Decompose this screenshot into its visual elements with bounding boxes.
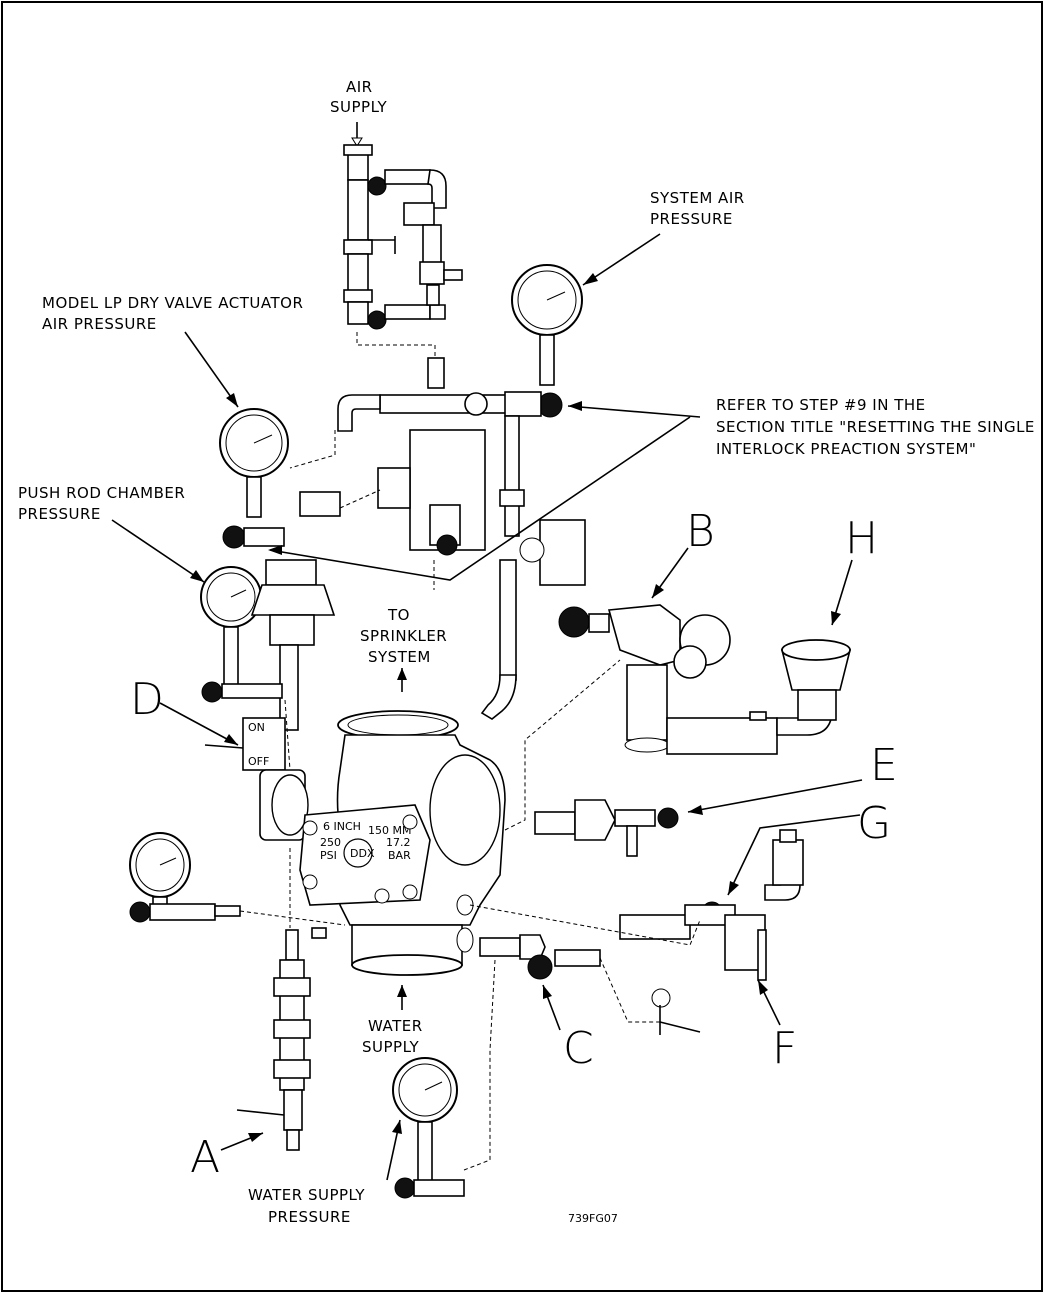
actuator-air-pressure-label-line2: AIR PRESSURE: [42, 315, 157, 333]
system-air-pressure-label-line2: PRESSURE: [650, 210, 733, 228]
alarm-switch-d: ON OFF: [204, 717, 286, 771]
valve-size-in: 6 INCH: [323, 820, 361, 833]
to-sprinkler-label-line3: SYSTEM: [368, 648, 431, 666]
callout-g: G: [857, 798, 891, 849]
callout-c: C: [563, 1023, 594, 1074]
switch-off-label: OFF: [248, 755, 269, 768]
air-supply-trim: [343, 122, 463, 358]
valve-size-mm: 150 MM: [368, 824, 411, 837]
dry-valve-body: DDX 6 INCH 150 MM 250 17.2 PSI BAR: [259, 710, 506, 976]
actuator-air-gauge: [219, 408, 289, 549]
figure-id: 739FG07: [568, 1212, 618, 1225]
refer-note-line3: INTERLOCK PREACTION SYSTEM": [716, 440, 976, 458]
valve-psi-value: 250: [320, 836, 341, 849]
refer-note-line2: SECTION TITLE "RESETTING THE SINGLE: [716, 418, 1035, 436]
left-lower-gauge: [129, 832, 346, 939]
air-supply-label-line1: AIR: [346, 78, 373, 96]
text-labels: AIR SUPPLY SYSTEM AIR PRESSURE MODEL LP …: [18, 78, 1035, 1226]
to-sprinkler-label-line1: TO: [387, 606, 410, 624]
callout-f: F: [772, 1023, 797, 1074]
callout-a: A: [190, 1132, 220, 1183]
leader-lines: [111, 233, 863, 1181]
refer-note-line1: REFER TO STEP #9 IN THE: [716, 396, 926, 414]
to-sprinkler-label-line2: SPRINKLER: [360, 627, 447, 645]
water-supply-pressure-gauge: [392, 959, 496, 1199]
callout-d: D: [130, 674, 164, 725]
push-rod-chamber-assembly: [200, 559, 336, 731]
callout-b: B: [686, 506, 715, 557]
water-supply-label-line1: WATER: [368, 1017, 423, 1035]
push-rod-pressure-label-line2: PRESSURE: [18, 505, 101, 523]
system-air-pressure-label-line1: SYSTEM AIR: [650, 189, 745, 207]
drain-line-a: [236, 848, 311, 1151]
system-air-pressure-gauge: [511, 264, 583, 418]
right-upper-components: [480, 519, 852, 755]
test-assembly-fg: [619, 829, 804, 981]
push-rod-pressure-label-line1: PUSH ROD CHAMBER: [18, 484, 185, 502]
valve-model-text: DDX: [350, 847, 375, 860]
callout-letters: B H D E G C F A: [130, 506, 898, 1183]
water-supply-pressure-label-line1: WATER SUPPLY: [248, 1186, 365, 1204]
drain-valve-e: [534, 799, 679, 857]
dashed-connections: [284, 560, 701, 946]
water-supply-pressure-label-line2: PRESSURE: [268, 1208, 351, 1226]
valve-c: [479, 934, 701, 1035]
valve-psi-unit: PSI: [320, 849, 337, 862]
switch-on-label: ON: [248, 721, 265, 734]
actuator-air-pressure-label-line1: MODEL LP DRY VALVE ACTUATOR: [42, 294, 303, 312]
air-supply-label-line2: SUPPLY: [330, 98, 387, 116]
valve-bar-unit: BAR: [388, 849, 411, 862]
valve-bar-value: 17.2: [386, 836, 411, 849]
water-supply-label-line2: SUPPLY: [362, 1038, 419, 1056]
callout-h: H: [845, 513, 878, 564]
air-manifold: [289, 357, 542, 556]
callout-e: E: [870, 740, 898, 791]
